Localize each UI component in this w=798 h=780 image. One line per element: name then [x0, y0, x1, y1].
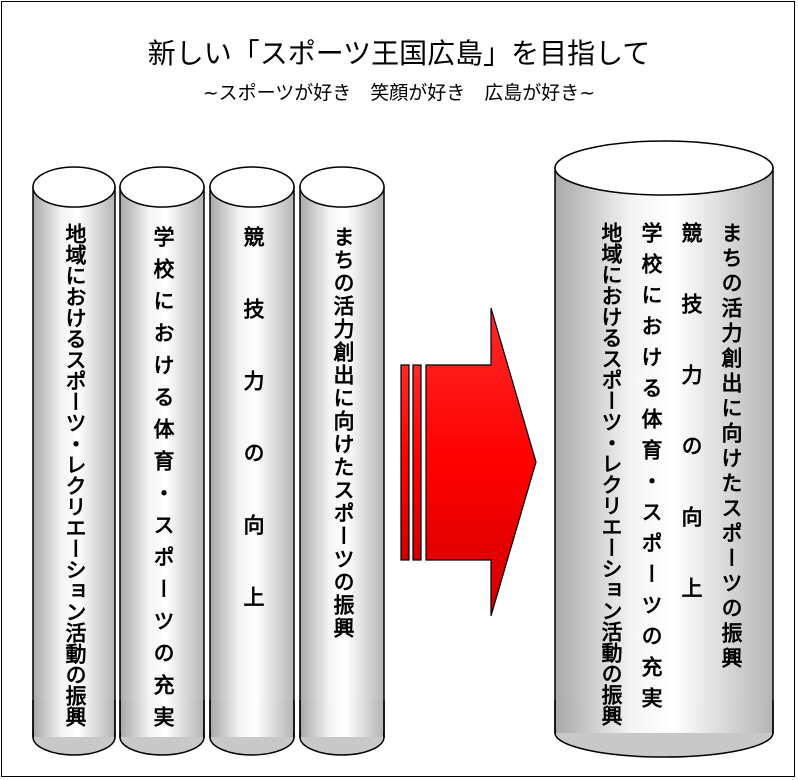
pillar-cylinder-4 [299, 166, 385, 756]
combined-label-3: 学校における体育・スポーツの充実 [639, 222, 663, 718]
pillar-cylinder-3 [209, 166, 295, 756]
combined-label-1: まちの活力創出に向けたスポーツの振興 [719, 222, 743, 672]
combined-label-2: 競技力の向上 [679, 222, 703, 648]
page-title: 新しい「スポーツ王国広島」を目指して [147, 37, 651, 70]
combined-label-4: 地域におけるスポーツ・レクリエーション活動の振興 [599, 222, 623, 726]
pillar-label-1: 地域におけるスポーツ・レクリエーション活動の振興 [63, 223, 87, 727]
pillar-cylinder-2 [119, 166, 205, 756]
red-arrow [400, 307, 537, 617]
pillar-label-4: まちの活力創出に向けたスポーツの振興 [331, 226, 355, 640]
page-subtitle: ~スポーツが好き 笑顔が好き 広島が好き~ [202, 82, 596, 104]
pillar-label-2: 学校における体育・スポーツの充実 [151, 226, 175, 738]
pillar-label-3: 競技力の向上 [241, 226, 265, 658]
pillar-cylinder-1 [32, 166, 116, 756]
combined-pillar-cylinder [554, 140, 774, 758]
